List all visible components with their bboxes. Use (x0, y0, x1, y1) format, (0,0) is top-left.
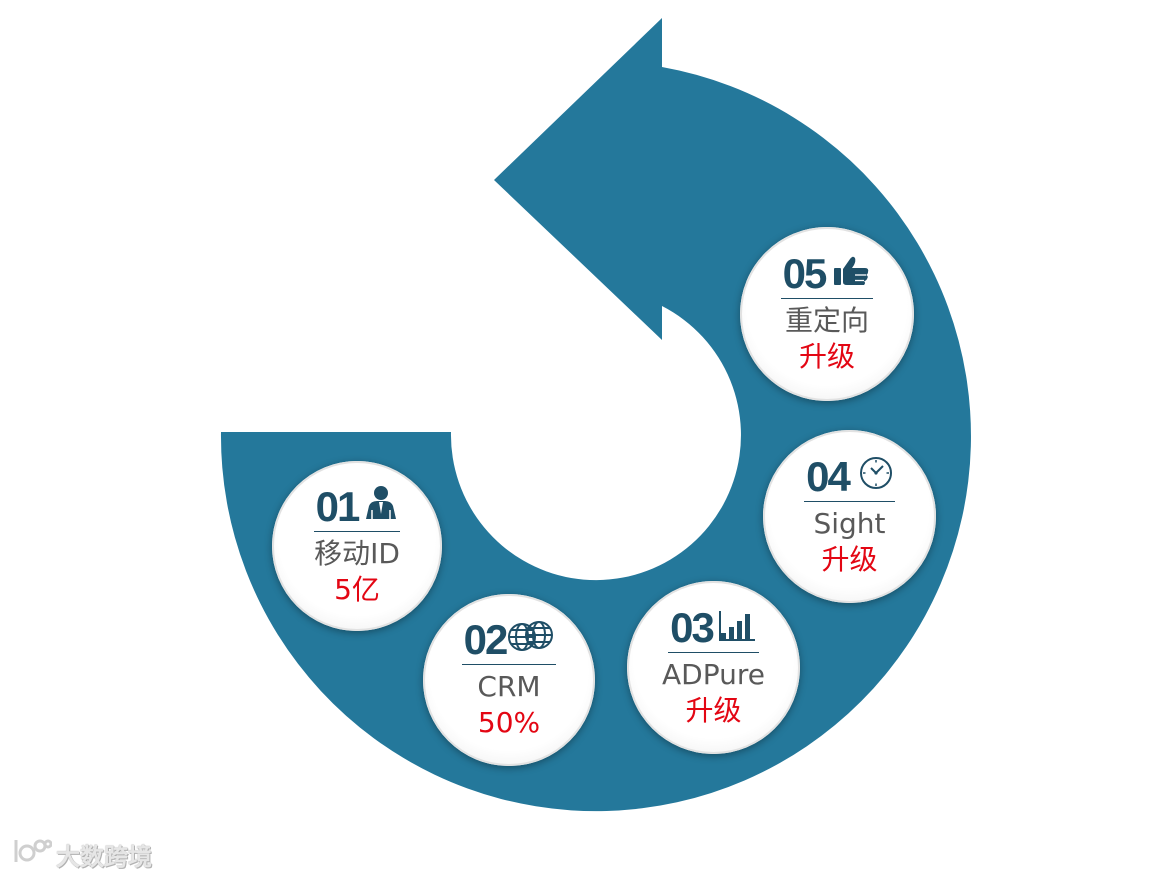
node-04-number: 04 (806, 452, 851, 500)
person-icon (364, 484, 398, 525)
globe-icon (508, 619, 554, 658)
circular-arrow (220, 18, 971, 812)
node-03: 03 ADPure 升级 (627, 581, 800, 754)
node-03-value: 升级 (685, 693, 742, 727)
node-01-label: 移动ID (314, 537, 400, 570)
node-02-label: CRM (477, 670, 541, 703)
node-05: 05 重定向 升级 (740, 227, 914, 401)
clock-icon (859, 456, 893, 495)
node-04-value: 升级 (821, 542, 878, 576)
node-04-header: 04 (804, 452, 895, 502)
thumbs-up-icon (833, 255, 871, 292)
node-05-value: 升级 (798, 340, 855, 373)
node-04-label: Sight (813, 506, 886, 540)
node-03-label: ADPure (662, 657, 765, 691)
node-05-number: 05 (782, 250, 828, 297)
logo-icon (10, 836, 56, 872)
node-03-header: 03 (668, 603, 759, 653)
node-03-number: 03 (670, 603, 715, 651)
node-01-header: 01 (313, 483, 401, 532)
bar-chart-icon (718, 609, 757, 646)
node-02-header: 02 (461, 616, 557, 665)
node-05-header: 05 (780, 250, 874, 299)
node-02-value: 50% (477, 706, 541, 739)
node-02-number: 02 (463, 616, 509, 663)
node-05-label: 重定向 (784, 304, 869, 337)
watermark-text: 大数跨境 (56, 842, 152, 871)
node-02: 02 CRM 50% (423, 594, 595, 766)
node-04: 04 Sight 升级 (763, 430, 936, 603)
node-01-value: 5亿 (334, 573, 380, 606)
node-01: 01 移动ID 5亿 (272, 461, 442, 631)
node-01-number: 01 (315, 483, 361, 530)
watermark: 大数跨境 (10, 836, 152, 872)
